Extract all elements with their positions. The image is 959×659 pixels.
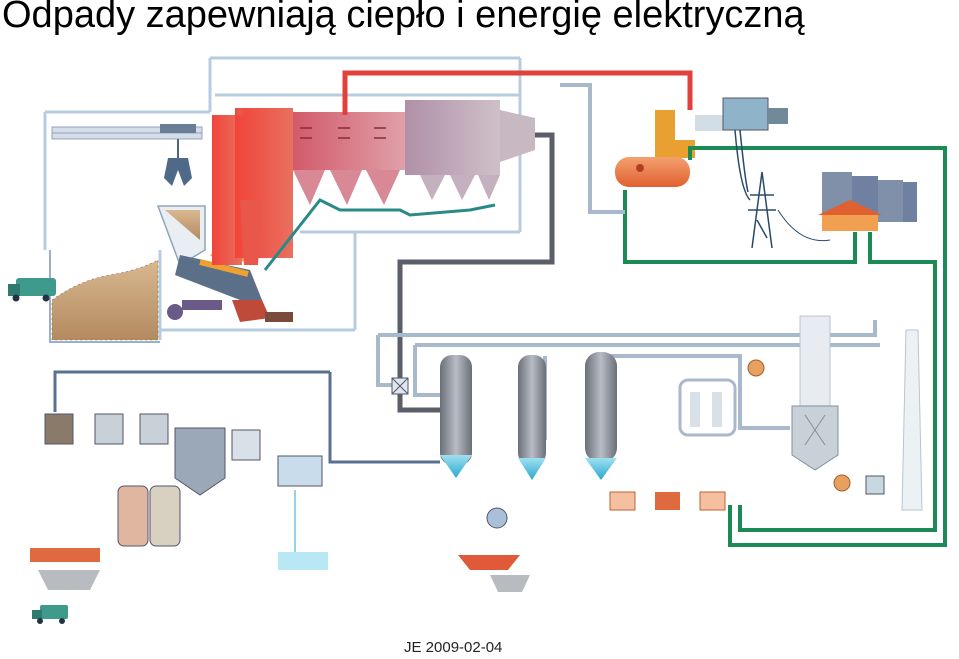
ash-conveyor (263, 198, 496, 271)
turbine-generator-icon (655, 97, 788, 158)
residue-container (458, 507, 530, 592)
wastewater-line (53, 370, 330, 412)
fabric-filter (405, 100, 535, 200)
scrubber-2 (518, 355, 546, 480)
flue-gas-duct (397, 132, 555, 413)
feed-hopper (156, 205, 206, 267)
ash-discharge (232, 300, 293, 322)
treatment-tanks (44, 413, 323, 496)
crane-bridge (51, 124, 203, 140)
scrubber-1 (440, 355, 472, 478)
boiler-furnace (212, 108, 293, 265)
footer-date: JE 2009-02-04 (404, 639, 503, 656)
water-outlet (278, 490, 328, 570)
condenser (615, 157, 690, 187)
chimney-icon (901, 329, 923, 511)
scr-reactor (791, 315, 839, 471)
power-pylon-icon (734, 129, 776, 249)
heat-exchanger (391, 377, 409, 395)
scrubber-3 (585, 352, 617, 480)
catalyst-unit (678, 378, 737, 437)
crane-grab-icon (164, 139, 192, 186)
garbage-truck-icon (32, 605, 68, 624)
district-heating-line (623, 146, 947, 547)
economizer-unit (609, 475, 885, 511)
pump (747, 359, 765, 377)
page-title: Odpady zapewniają ciepło i energię elekt… (2, 0, 805, 36)
fan-motor (167, 300, 222, 320)
power-line (777, 209, 831, 242)
house-icon (818, 200, 882, 231)
pump (833, 474, 851, 492)
building-frame (43, 56, 522, 340)
waste-bunker (49, 250, 160, 343)
sludge-pump (30, 548, 100, 590)
steam-line (342, 70, 693, 115)
boiler-passes (293, 112, 405, 205)
filter-press (117, 485, 181, 547)
garbage-truck-icon (8, 278, 56, 302)
